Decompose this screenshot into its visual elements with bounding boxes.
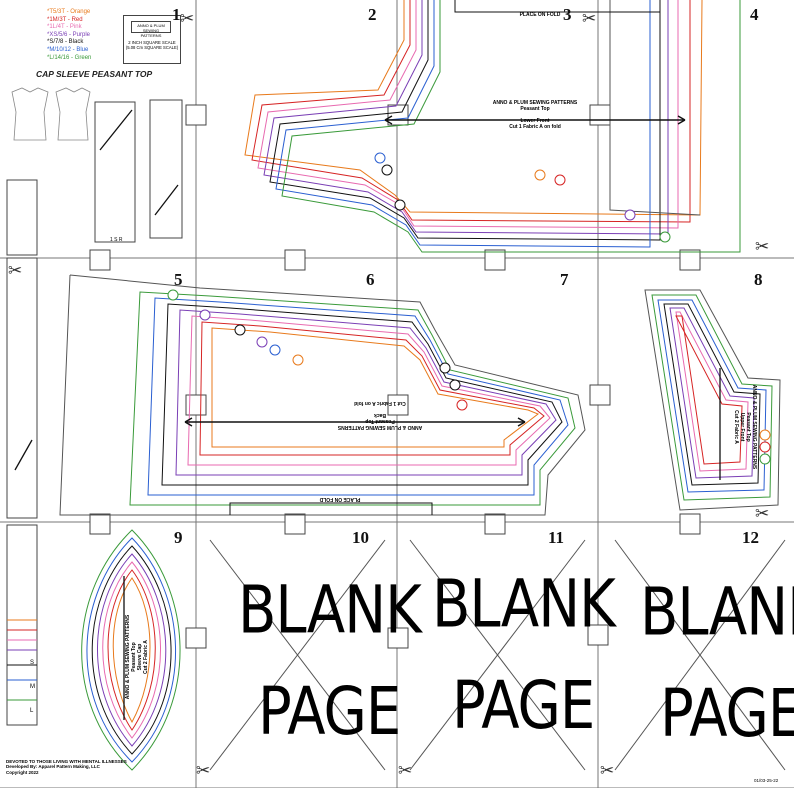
blank-line2: PAGE — [660, 675, 794, 753]
back-piece-cut: Cut 1 Fabric A on fold — [354, 400, 406, 406]
legend-item: *L/14/16 - Green — [47, 54, 92, 61]
upper-front-pattern-lines — [244, 0, 741, 253]
tile8-cut: Cut 2 Fabric A — [733, 410, 739, 444]
sleeve-cut: Cut 2 Fabric A — [143, 640, 149, 674]
upper-piece-brand: ANNO & PLUM SEWING PATTERNS — [492, 100, 578, 106]
scale-brand: ANNO & PLUM SEWING PATTERNS — [131, 21, 171, 38]
top-tab-label: 1 S R — [110, 237, 123, 243]
page-number: 9 — [174, 528, 183, 547]
fold-bracket-upper — [454, 0, 661, 13]
scissors-icon: ✂ — [755, 237, 770, 256]
fold-label-lower: PLACE ON FOLD — [319, 496, 361, 502]
footer-line2: Developed By: Apparel Pattern Making, LL… — [6, 764, 100, 770]
upper-piece-label: ANNO & PLUM SEWING PATTERNS Peasant Top … — [455, 100, 615, 130]
blank-line1: BLANK — [432, 566, 616, 643]
scissors-icon: ✂ — [398, 761, 413, 780]
side-tab-m: M — [30, 684, 35, 690]
upper-front-small-lines — [644, 289, 781, 511]
blank-page-10: BLANK PAGE — [238, 572, 422, 751]
legend-item: *S/7/8 - Black — [47, 39, 84, 46]
scissors-icon: ✂ — [8, 261, 23, 280]
legend-item: *T5/3T - Orange — [47, 9, 91, 15]
page-number: 3 — [563, 5, 572, 24]
footer-line1: DEVOTED TO THOSE LIVING WITH MENTAL ILLN… — [6, 759, 127, 764]
side-strip-lines — [6, 99, 183, 726]
scissors-icon: ✂ — [600, 761, 615, 780]
page-number: 8 — [754, 270, 763, 289]
scale-label-main: 2 INCH SQUARE SCALE — [128, 40, 176, 45]
blank-page-crosses — [209, 539, 786, 771]
sleeve-piece-label: ANNO & PLUM SEWING PATTERNS Peasant Top … — [125, 602, 149, 712]
page-number: 4 — [750, 5, 759, 24]
page-number: 1 — [172, 5, 181, 24]
scale-box: ANNO & PLUM SEWING PATTERNS 2 INCH SQUAR… — [123, 15, 181, 64]
scale-label-sub: (5.08 Cm SQUARE SCALE) — [125, 45, 179, 50]
page-number: 2 — [368, 5, 377, 24]
scissors-icon: ✂ — [196, 761, 211, 780]
fold-label-upper: PLACE ON FOLD — [519, 12, 561, 18]
side-tab-l: L — [30, 708, 34, 714]
page-number: 12 — [742, 528, 759, 547]
blank-page-12: BLANK PAGE — [640, 574, 794, 753]
upper-piece-part: Lower Front — [520, 118, 550, 124]
grainline-upper — [384, 115, 686, 125]
document-code: 01/03-25-22 — [754, 778, 779, 783]
blank-line2: PAGE — [452, 667, 595, 745]
blank-line1: BLANK — [640, 574, 794, 651]
back-piece-name: Peasant Top — [365, 418, 395, 424]
legend-item: *1L/4T - Pink — [47, 24, 82, 31]
blank-page-11: BLANK PAGE — [432, 566, 616, 745]
legend-item: *XS/5/6 - Purple — [47, 31, 91, 38]
garment-sketches — [11, 87, 91, 141]
grainline-lower — [184, 417, 526, 427]
tile8-brand: ANNO & PLUM SEWING PATTERNS — [751, 384, 757, 470]
scissors-icon: ✂ — [582, 9, 597, 28]
side-tab-s: S — [30, 660, 35, 666]
tile8-piece-label: ANNO & PLUM SEWING PATTERNS Peasant Top … — [733, 372, 757, 482]
blank-line1: BLANK — [238, 572, 422, 649]
page-number: 10 — [352, 528, 369, 547]
scissors-icon: ✂ — [755, 504, 770, 523]
legend-item: *1M/3T - Red — [47, 16, 83, 23]
pattern-title: CAP SLEEVE PEASANT TOP — [36, 69, 153, 79]
back-pattern-lines — [59, 274, 586, 516]
footer-credits: DEVOTED TO THOSE LIVING WITH MENTAL ILLN… — [6, 759, 127, 775]
back-piece-brand: ANNO & PLUM SEWING PATTERNS — [337, 424, 423, 430]
page-number: 11 — [548, 528, 565, 547]
back-piece-label: ANNO & PLUM SEWING PATTERNS Peasant Top … — [300, 400, 460, 430]
scale-label: 2 INCH SQUARE SCALE (5.08 Cm SQUARE SCAL… — [124, 40, 180, 50]
upper-piece-name: Peasant Top — [520, 106, 550, 112]
fold-bracket-lower — [229, 502, 433, 515]
page-number: 6 — [366, 270, 375, 289]
page-number: 7 — [560, 270, 569, 289]
sleeve-pattern-lines — [81, 529, 181, 771]
back-piece-part: Back — [374, 412, 386, 418]
size-color-legend: *T5/3T - Orange *1M/3T - Red *1L/4T - Pi… — [47, 9, 91, 62]
blank-line2: PAGE — [258, 673, 401, 751]
tile8-part: Upper Front — [739, 412, 745, 442]
legend-item: *M/10/12 - Blue — [47, 46, 89, 53]
footer-line3: Copyright 2022 — [6, 769, 39, 775]
upper-piece-cut: Cut 1 Fabric A on fold — [509, 124, 561, 130]
size-notch-markers — [167, 152, 771, 465]
scissors-icon: ✂ — [180, 9, 195, 28]
page-number: 5 — [174, 270, 183, 289]
